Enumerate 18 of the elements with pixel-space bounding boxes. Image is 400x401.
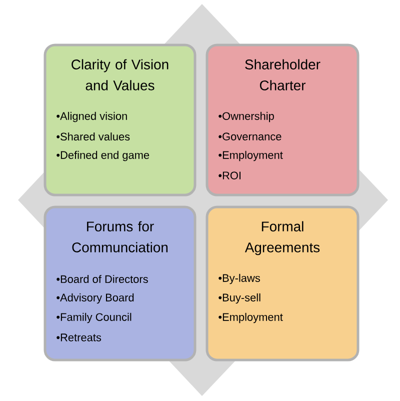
bullet-item: •Employment — [218, 150, 283, 162]
bullet-item: •Buy-sell — [218, 293, 260, 304]
bullet-item: •Aligned vision — [56, 112, 127, 122]
card-heading: Clarity of Vision and Values — [72, 59, 168, 90]
card-heading: Formal Agreements — [244, 221, 320, 256]
card-heading: Shareholder Charter — [245, 59, 320, 90]
bullet-item: •Employment — [218, 312, 283, 324]
card-heading: Forums for Communciation — [72, 221, 168, 252]
bullet-item: •Governance — [218, 132, 282, 140]
bullet-item: •Defined end game — [56, 150, 150, 162]
bullet-item: •Advisory Board — [56, 293, 134, 304]
bullet-item: •By-laws — [218, 274, 260, 284]
bullet-item: •Shared values — [56, 132, 130, 141]
bullet-item: •Family Council — [56, 312, 132, 324]
bullet-item: •Ownership — [218, 112, 274, 122]
bullet-item: •Board of Directors — [56, 274, 148, 284]
bullet-item: •ROI — [218, 172, 240, 180]
bullet-item: •Retreats — [56, 334, 102, 342]
